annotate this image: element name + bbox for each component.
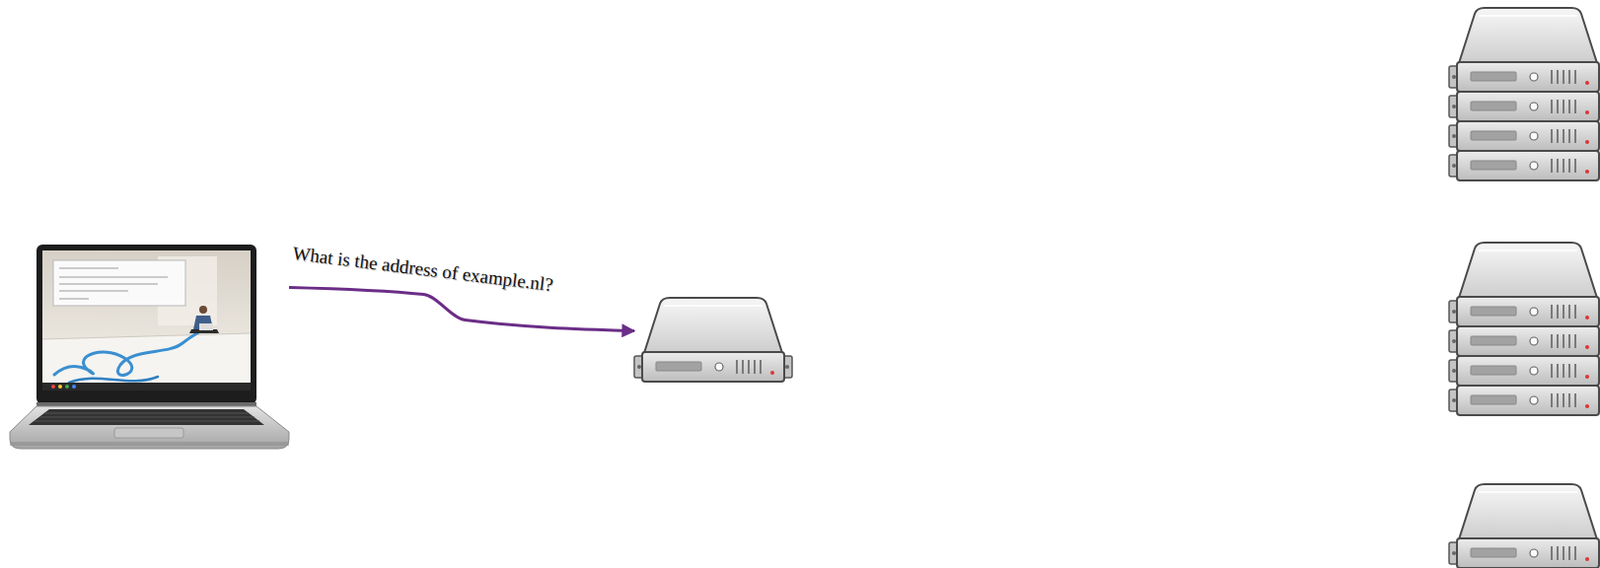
server-unit	[1449, 356, 1600, 386]
server-stack	[1449, 7, 1600, 181]
server-unit	[1449, 150, 1600, 181]
resolver-server-part	[634, 352, 793, 382]
query-arrow	[289, 287, 635, 331]
server-stack	[1449, 484, 1600, 568]
server-lid	[1458, 242, 1598, 298]
resolver-server-part	[644, 297, 783, 354]
server-unit	[1449, 62, 1600, 92]
edge-label: What is the address of example.nl?	[290, 242, 555, 296]
laptop-client-part	[9, 244, 290, 449]
resolver-server-art	[634, 297, 793, 381]
resolver-server	[634, 297, 793, 381]
laptop-client	[9, 244, 290, 449]
server-stack	[1449, 242, 1600, 416]
server-unit	[1449, 326, 1600, 357]
server-unit	[1449, 296, 1600, 327]
server-lid	[1458, 484, 1598, 540]
server-unit	[1449, 91, 1600, 122]
server-unit	[1449, 538, 1600, 568]
laptop-client-art	[9, 244, 290, 449]
server-unit	[1449, 121, 1600, 151]
server-unit	[1449, 385, 1600, 416]
server-lid	[1458, 7, 1598, 64]
